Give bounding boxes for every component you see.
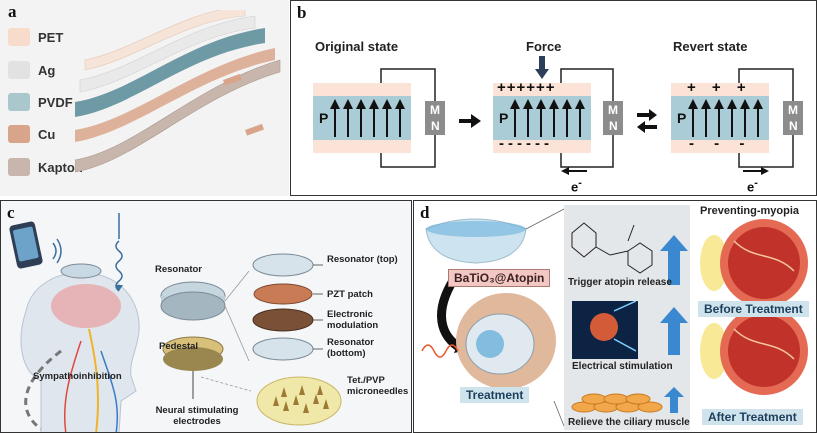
electrode-n-revert: N — [789, 119, 798, 133]
up-arrow-3 — [664, 387, 684, 413]
panel-b: b Original state Force Revert state — [290, 0, 817, 196]
resonator-bottom-disc — [252, 337, 314, 361]
p-label-force: P — [499, 110, 509, 126]
force-arrow — [535, 56, 549, 79]
batio-atopin-badge: BaTiO₃@Atopin — [448, 269, 551, 287]
relieve-ciliary-label: Relieve the ciliary muscle — [568, 417, 690, 428]
electrical-stimulation-label: Electrical stimulation — [572, 361, 673, 372]
up-arrow-1 — [660, 235, 688, 285]
revert-charges-bottom: - - - — [689, 135, 753, 152]
force-charges-top: ++++++ — [497, 79, 556, 96]
legend-item-pet: PET — [8, 28, 63, 46]
legend-item-ag: Ag — [8, 61, 55, 79]
swatch-ag — [8, 61, 30, 79]
implant-illustration — [9, 213, 342, 432]
legend-label-ag: Ag — [38, 62, 56, 78]
piezo-schematic — [313, 56, 803, 175]
label-resonator-bottom: Resonator (bottom) — [327, 337, 374, 359]
electrode-m-force: M — [608, 103, 618, 117]
treatment-badge: Treatment — [460, 387, 530, 403]
legend-item-pvdf: PVDF — [8, 93, 73, 111]
panel-c: c — [0, 200, 412, 433]
electrode-n-original: N — [431, 119, 440, 133]
label-neural-electrodes: Neural stimulating electrodes — [155, 405, 239, 427]
label-pedestal: Pedestal — [159, 341, 199, 352]
electronic-disc — [252, 308, 314, 332]
layer-stack-illustration — [75, 10, 281, 173]
swatch-cu — [8, 125, 30, 143]
legend-item-kapton: Kapton — [8, 158, 83, 176]
preventing-myopia-title: Preventing-myopia — [700, 205, 800, 217]
panel-c-letter: c — [7, 203, 15, 222]
ciliary-muscle-cells — [571, 393, 663, 413]
force-charges-bottom: ------ — [499, 135, 553, 152]
revert-charges-top: + + + — [687, 79, 752, 96]
panel-d: d — [413, 200, 817, 433]
microneedle-patch — [256, 376, 342, 426]
electrode-m-revert: M — [788, 103, 798, 117]
brain-shape — [51, 284, 121, 328]
legend-item-cu: Cu — [8, 125, 55, 143]
panel-d-letter: d — [420, 203, 430, 222]
legend-label-kapton: Kapton — [38, 159, 83, 175]
original-state-title: Original state — [315, 39, 399, 54]
electrode-m-original: M — [430, 103, 440, 117]
resonator-top-disc — [252, 253, 314, 277]
after-treatment-badge: After Treatment — [702, 409, 803, 425]
label-electronic-modulation: Electronic modulation — [327, 309, 379, 331]
panel-b-letter: b — [297, 3, 307, 22]
revert-state-title: Revert state — [673, 39, 748, 54]
pzt-patch-disc — [253, 283, 313, 305]
swatch-pet — [8, 28, 30, 46]
legend-label-pvdf: PVDF — [38, 94, 73, 110]
label-pzt-patch: PZT patch — [327, 289, 373, 300]
revert-device — [671, 68, 803, 175]
curved-arrow — [437, 276, 465, 353]
p-label-revert: P — [677, 110, 687, 126]
original-device — [313, 68, 445, 168]
legend-label-cu: Cu — [38, 126, 56, 142]
atropine-molecule — [571, 222, 653, 274]
p-label-original: P — [319, 110, 329, 126]
transition-arrow-1 — [459, 114, 481, 128]
myopia-illustration — [421, 205, 808, 430]
label-sympathoinhibition: Sympathoinhibition — [33, 371, 122, 382]
electron-label-revert: e- — [747, 177, 758, 195]
ultrasound-wave — [115, 240, 123, 292]
up-arrow-2 — [660, 307, 688, 355]
panel-a-letter: a — [8, 2, 17, 21]
swatch-kapton — [8, 158, 30, 176]
electron-label-force: e- — [571, 177, 582, 195]
legend-label-pet: PET — [38, 29, 64, 45]
before-treatment-badge: Before Treatment — [698, 301, 809, 317]
force-state-title: Force — [526, 39, 562, 54]
label-microneedles: Tet./PVP microneedles — [347, 375, 409, 397]
label-resonator-top: Resonator (top) — [327, 254, 398, 265]
trigger-atopin-label: Trigger atopin release — [568, 277, 672, 288]
force-device — [493, 56, 623, 175]
swatch-pvdf — [8, 93, 30, 111]
electrode-n-force: N — [609, 119, 618, 133]
label-resonator: Resonator — [155, 264, 202, 275]
panel-a: a PET Ag PVDF Cu Kapton — [0, 0, 289, 196]
transition-arrows-2 — [637, 109, 657, 133]
